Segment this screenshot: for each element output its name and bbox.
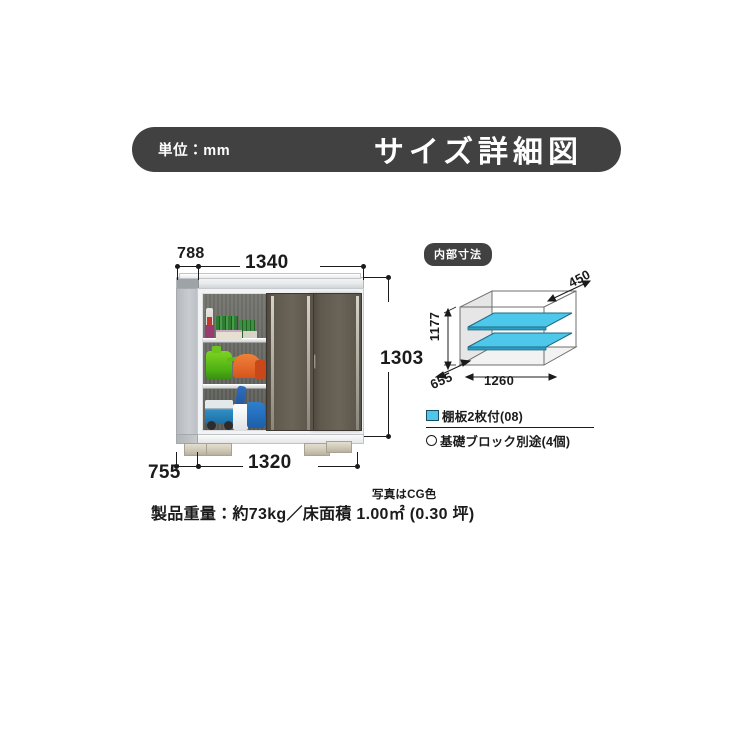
product-spec-note: 製品重量：約73kg／床面積 1.00㎡ (0.30 坪)	[151, 506, 475, 523]
cabinet-roof-corner	[177, 278, 199, 290]
foundation-block-2	[206, 443, 232, 456]
cabinet-body	[197, 288, 364, 436]
stored-item-pack-secondary	[243, 331, 257, 338]
cabinet-door-left	[266, 293, 314, 431]
interior-shelf-upper-iso	[467, 312, 573, 331]
page-header-banner: 単位：mm サイズ詳細図	[132, 127, 621, 172]
dim-tick-width-bottom-right	[357, 452, 359, 466]
dim-line-width-top-right	[320, 266, 364, 268]
shelf-swatch-icon	[426, 410, 439, 421]
dim-line-height-lower	[388, 372, 390, 436]
stored-item-white-bag	[233, 404, 248, 430]
door-left-rail	[271, 296, 274, 430]
dim-label-height: 1303	[380, 348, 424, 369]
dim-line-width-top-left	[199, 266, 240, 268]
stored-item-orange-bucket	[255, 360, 266, 379]
dim-label-depth-top: 788	[177, 245, 205, 262]
page-title: サイズ詳細図	[373, 135, 583, 169]
dim-label-width-top: 1340	[245, 252, 289, 273]
dim-line-width-bottom-left	[199, 466, 243, 468]
dim-line-height-upper	[388, 278, 390, 302]
interior-dimension-badge: 内部寸法	[424, 243, 492, 266]
stored-item-box	[205, 325, 214, 338]
legend-row-shelf: 棚板2枚付(08)	[426, 406, 606, 425]
isometric-box-svg	[434, 280, 592, 381]
door-right-rail	[356, 296, 359, 430]
stored-item-cooler-wheel-left	[207, 421, 216, 430]
dim-label-width-bottom: 1320	[248, 452, 292, 473]
interior-dimension-panel: 内部寸法	[424, 243, 624, 458]
dim-tick-depth-right	[198, 266, 200, 280]
dim-tick-depth-bottom-right	[197, 452, 199, 466]
dim-extension-top	[364, 277, 390, 279]
stored-item-blue-jug	[247, 402, 265, 428]
dim-extension-bottom	[364, 436, 390, 438]
dim-line-depth-top	[178, 266, 198, 268]
stored-item-cooler-lid	[205, 400, 233, 408]
cabinet-interior	[202, 293, 267, 431]
dim-dot-width-bottom-left	[196, 464, 201, 469]
door-left-rail-inner	[307, 296, 310, 430]
dim-tick-width-top-right	[363, 266, 365, 280]
circle-icon	[426, 435, 437, 446]
legend-label-shelf: 棚板2枚付(08)	[442, 410, 523, 424]
dim-tick-depth-bottom-left	[176, 452, 178, 466]
foundation-block-4	[326, 441, 352, 453]
interior-dim-height: 1177	[427, 311, 443, 342]
cabinet-illustration	[176, 273, 364, 456]
legend-divider	[426, 427, 594, 428]
interior-shelf-lower-iso	[467, 332, 573, 351]
interior-dim-width: 1260	[484, 373, 515, 388]
dim-line-width-bottom-right	[318, 466, 358, 468]
legend-row-block: 基礎ブロック別途(4個)	[426, 431, 606, 450]
cabinet-door-right	[310, 293, 362, 431]
dim-tick-depth-left	[177, 266, 179, 280]
legend: 棚板2枚付(08) 基礎ブロック別途(4個)	[426, 406, 606, 450]
legend-label-block: 基礎ブロック別途(4個)	[440, 435, 571, 449]
cg-color-note: 写真はCG色	[372, 489, 437, 501]
cabinet-roof-cap	[179, 273, 361, 279]
stored-item-bottle	[206, 308, 213, 338]
dim-line-depth-bottom	[177, 466, 197, 468]
stored-item-pack	[216, 330, 242, 340]
interior-shelf-lower	[203, 384, 266, 389]
stored-item-cooler-wheel-right	[224, 421, 233, 430]
unit-label: 単位：mm	[158, 143, 231, 159]
interior-isometric-diagram: 1177 450 655 1260	[426, 267, 622, 392]
dim-dot-width-top-left	[196, 264, 201, 269]
dim-dot-depth-bottom-left	[174, 464, 179, 469]
stored-item-watering-can	[206, 346, 232, 379]
dim-label-depth-bottom: 755	[148, 462, 181, 483]
cabinet-side-panel	[176, 288, 198, 436]
